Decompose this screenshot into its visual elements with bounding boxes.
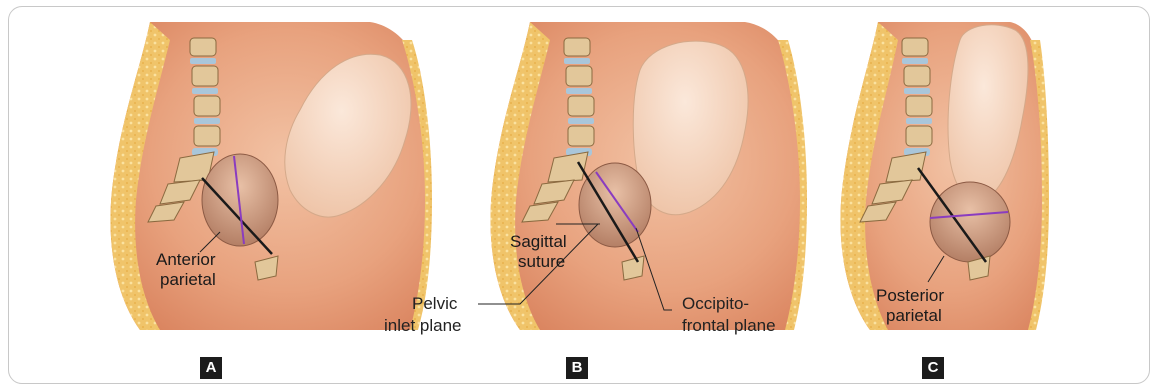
panel-b-pelvic-line2: inlet plane: [384, 316, 462, 336]
panel-a-illustration: [110, 22, 432, 330]
panel-b-letter: B: [566, 357, 588, 379]
panel-c-label-line2: parietal: [886, 306, 942, 326]
panel-b-sagittal-line1: Sagittal: [510, 232, 567, 252]
panel-a-label-line1: Anterior: [156, 250, 216, 270]
panel-c-illustration: [840, 22, 1049, 330]
panel-c-label-line1: Posterior: [876, 286, 944, 306]
panel-b-sagittal-line2: suture: [518, 252, 565, 272]
panel-b-occipito-line1: Occipito-: [682, 294, 749, 314]
panel-b-illustration: [478, 22, 807, 330]
panel-b-fetal-head: [579, 163, 651, 247]
panel-c-fetal-head: [930, 182, 1010, 262]
panel-a-letter: A: [200, 357, 222, 379]
panel-c-letter: C: [922, 357, 944, 379]
panel-b-occipito-line2: frontal plane: [682, 316, 776, 336]
panel-a-label-line2: parietal: [160, 270, 216, 290]
panel-b-pelvic-line1: Pelvic: [412, 294, 457, 314]
